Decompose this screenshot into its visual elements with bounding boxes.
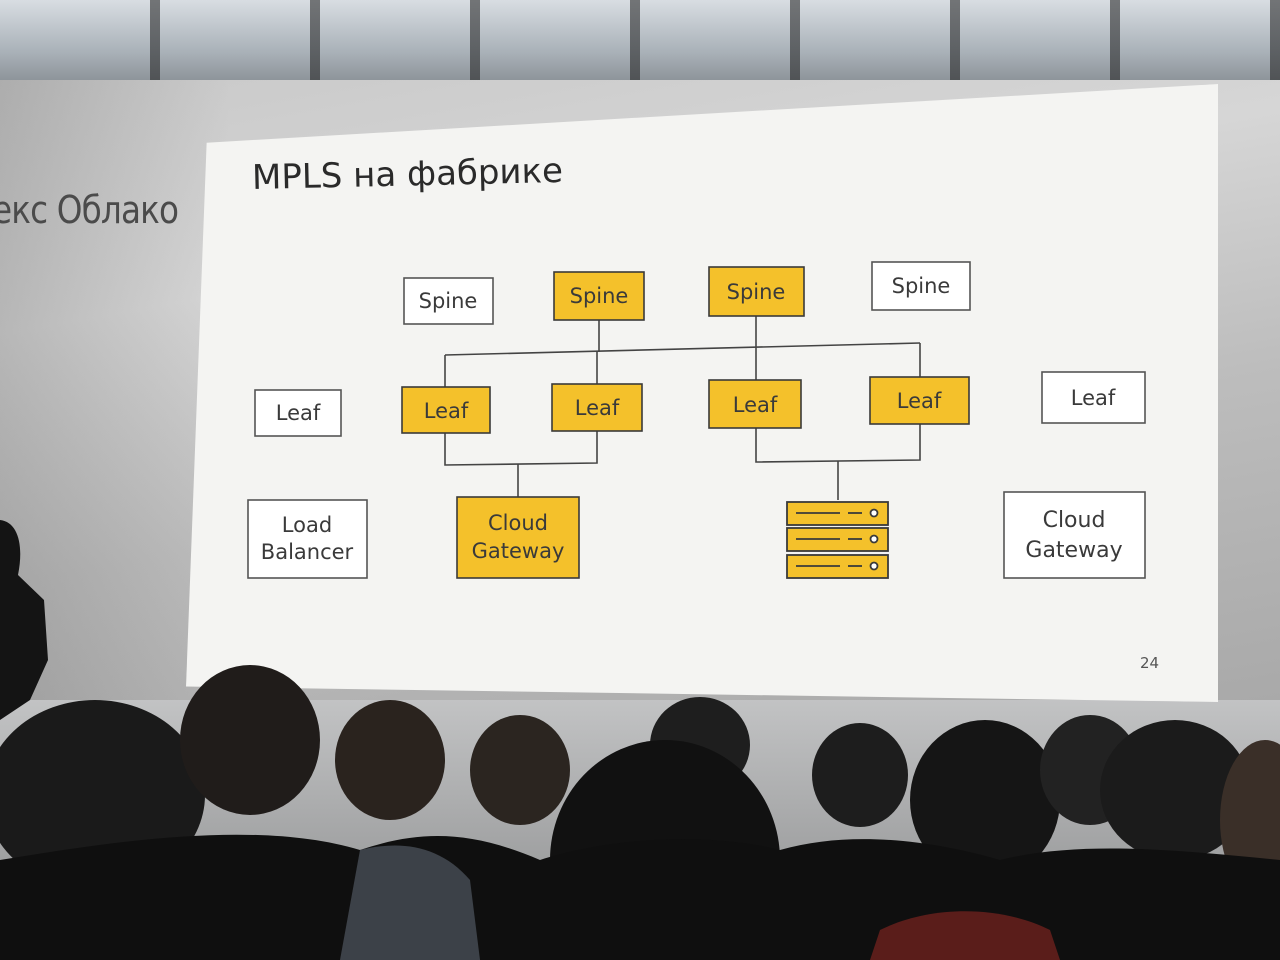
audience-head bbox=[335, 700, 445, 820]
audience-red-clothing bbox=[870, 911, 1060, 960]
leaf-label: Leaf bbox=[424, 399, 469, 423]
load-balancer-label-line2: Balancer bbox=[261, 540, 354, 564]
server-unit bbox=[786, 527, 889, 552]
spine-node: Spine bbox=[403, 277, 494, 325]
slide-page-number: 24 bbox=[1140, 654, 1160, 672]
gateway-link-line bbox=[444, 431, 598, 466]
leaf-label: Leaf bbox=[897, 389, 942, 413]
leaf-node: Leaf bbox=[401, 386, 491, 434]
leaf-node: Leaf bbox=[551, 383, 643, 432]
audience-head bbox=[470, 715, 570, 825]
spine-label: Spine bbox=[727, 280, 786, 304]
presenter-silhouette bbox=[0, 520, 48, 720]
spine-label: Spine bbox=[570, 284, 629, 308]
spine-node: Spine bbox=[553, 271, 645, 321]
leaf-node: Leaf bbox=[254, 389, 342, 437]
cloud-gateway-label-line2: Gateway bbox=[1025, 538, 1122, 563]
leaf-label: Leaf bbox=[575, 396, 620, 420]
audience-bodies bbox=[0, 834, 1280, 960]
connection-lines bbox=[444, 316, 921, 500]
spine-label: Spine bbox=[892, 274, 951, 298]
server-rack-icon bbox=[786, 501, 889, 579]
cloud-gateway-node: Cloud Gateway bbox=[456, 496, 580, 579]
load-balancer-label-line1: Load bbox=[282, 513, 332, 537]
spine-label: Spine bbox=[419, 289, 478, 313]
spine-node: Spine bbox=[871, 261, 971, 311]
cloud-gateway-label-line1: Cloud bbox=[1043, 508, 1106, 533]
cloud-gateway-label-line2: Gateway bbox=[472, 539, 565, 563]
server-unit bbox=[786, 554, 889, 579]
audience-head bbox=[910, 720, 1060, 880]
server-unit bbox=[786, 501, 889, 526]
cloud-gateway-label-line1: Cloud bbox=[488, 511, 548, 535]
brand-wall-text: екс Облако bbox=[0, 188, 179, 232]
audience-head bbox=[180, 665, 320, 815]
spine-node: Spine bbox=[708, 266, 805, 317]
leaf-node: Leaf bbox=[1041, 371, 1146, 424]
leaf-label: Leaf bbox=[1071, 386, 1116, 410]
cloud-gateway-node: Cloud Gateway bbox=[1003, 491, 1146, 579]
spine-bus-line bbox=[444, 342, 921, 356]
leaf-label: Leaf bbox=[733, 393, 778, 417]
audience-shirt-pattern bbox=[340, 845, 480, 960]
leaf-node: Leaf bbox=[869, 376, 970, 425]
venue-windows bbox=[0, 0, 1280, 95]
leaf-node: Leaf bbox=[708, 379, 802, 429]
leaf-label: Leaf bbox=[276, 401, 321, 425]
load-balancer-node: Load Balancer bbox=[247, 499, 368, 579]
audience-head bbox=[812, 723, 908, 827]
audience-head bbox=[1100, 720, 1250, 860]
